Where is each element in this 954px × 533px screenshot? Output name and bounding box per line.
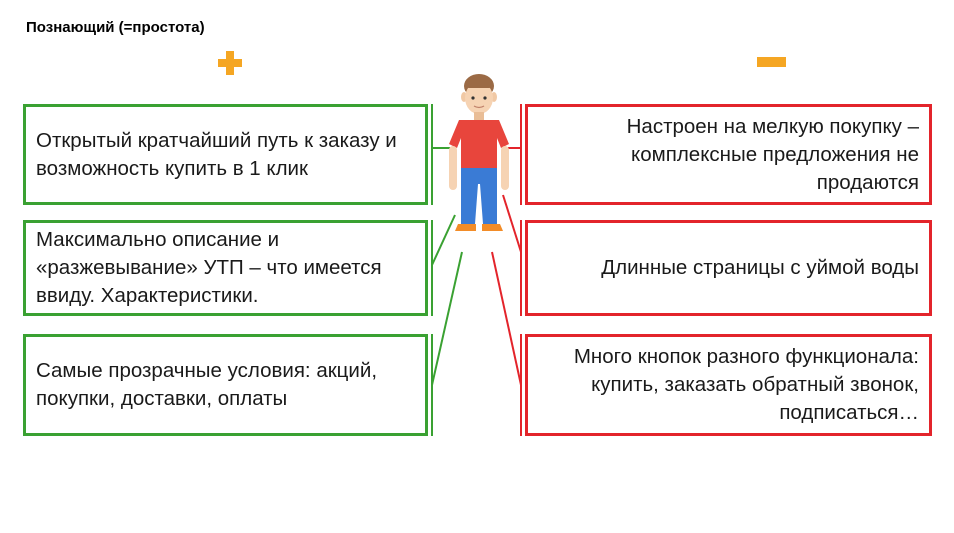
pro-box-2: Максимально описание и «разжевывание» УТ… [23,220,428,316]
pro-text-1: Открытый кратчайший путь к заказу и возм… [36,128,397,180]
con-text-3: Много кнопок разного функционала: купить… [573,345,919,424]
con-box-3: Много кнопок разного функционала: купить… [525,334,932,436]
person-icon [449,74,509,231]
con-text-1: Настроен на мелкую покупку – комплексные… [626,114,919,194]
pro-box-3: Самые прозрачные условия: акций, покупки… [23,334,428,436]
con-box-1: Настроен на мелкую покупку – комплексные… [525,104,932,205]
pro-text-3: Самые прозрачные условия: акций, покупки… [36,359,378,410]
plus-icon [218,51,242,75]
minus-icon [757,57,786,67]
page-title: Познающий (=простота) [26,19,205,36]
pro-text-2: Максимально описание и «разжевывание» УТ… [36,228,382,307]
con-box-2: Длинные страницы с уймой воды [525,220,932,316]
pro-box-1: Открытый кратчайший путь к заказу и возм… [23,104,428,205]
con-text-2: Длинные страницы с уймой воды [601,256,919,279]
